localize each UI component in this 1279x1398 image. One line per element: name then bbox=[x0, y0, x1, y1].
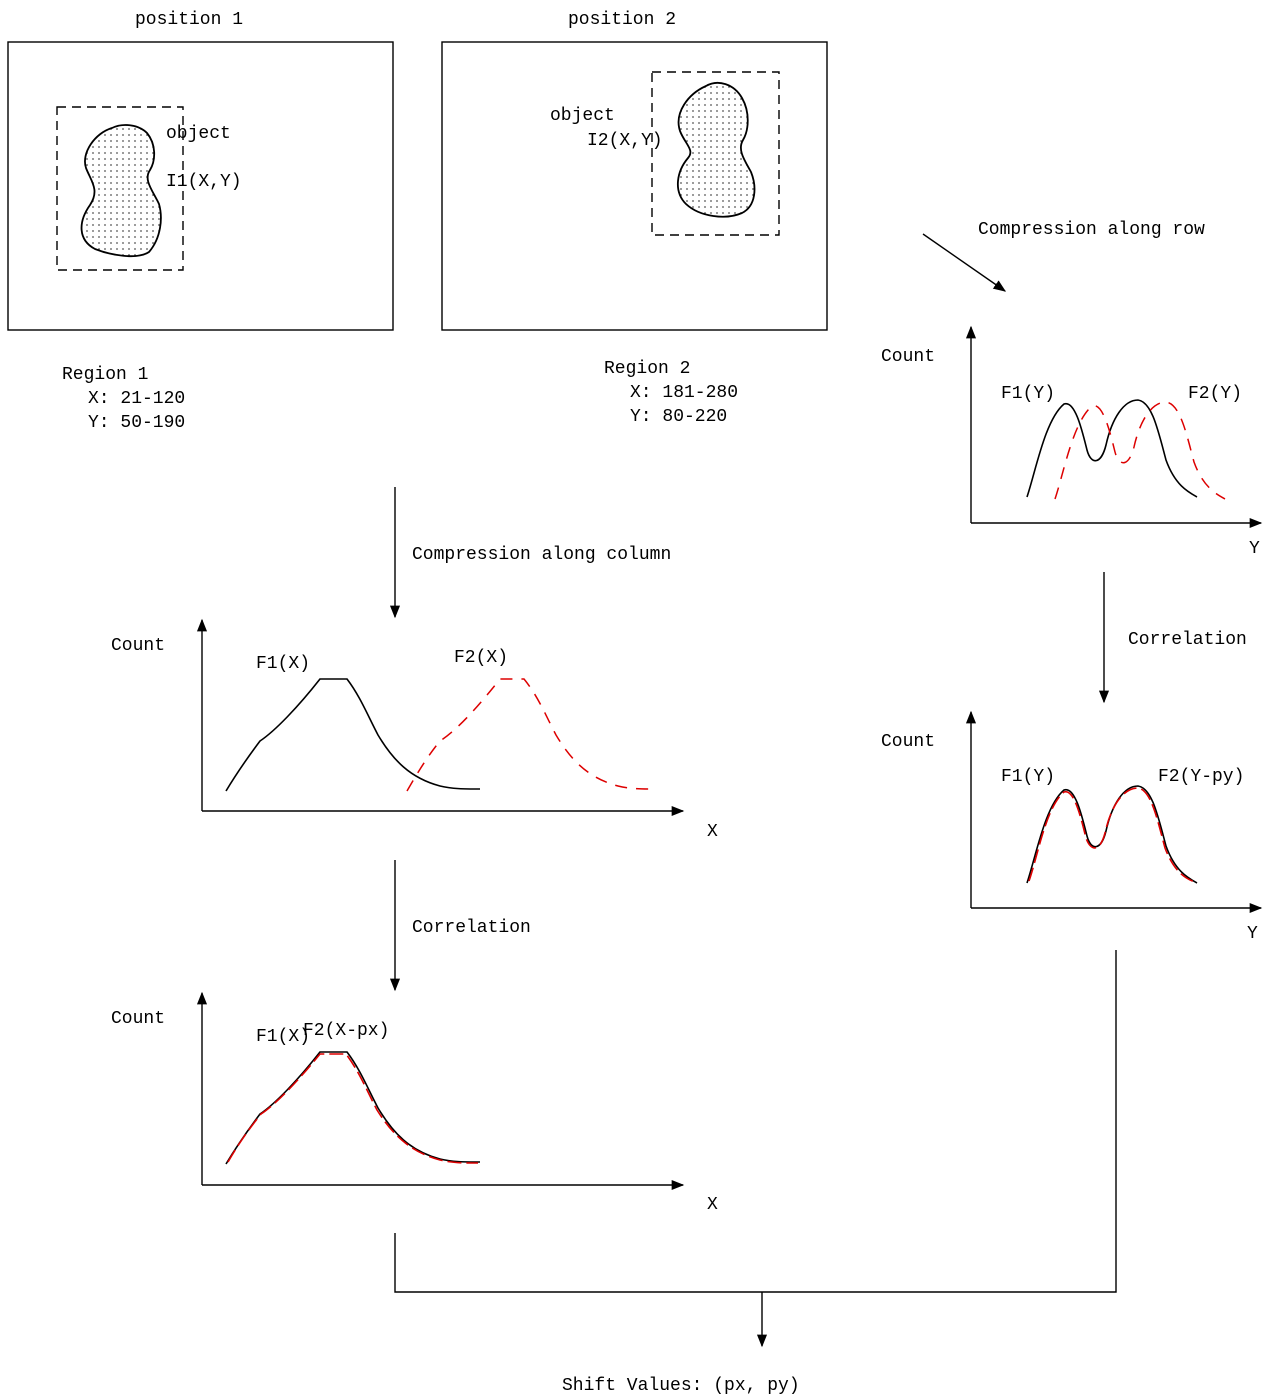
plot-y-before: Count Y F1(Y) F2(Y) bbox=[881, 325, 1263, 559]
region-1-y-range: Y: 50-190 bbox=[88, 413, 185, 433]
shift-values-label: Shift Values: (px, py) bbox=[562, 1376, 800, 1396]
region-1-x-range: X: 21-120 bbox=[88, 389, 185, 409]
label-f1y-aligned: F1(Y) bbox=[1001, 767, 1055, 787]
plot-x-after-x-label: X bbox=[707, 1195, 718, 1215]
plot-y-after-y-label: Y bbox=[1247, 924, 1258, 944]
plot-x-before-x-label: X bbox=[707, 822, 718, 842]
plot-x-after: Count X F1(X) F2(X-px) bbox=[111, 991, 718, 1215]
correlation-x-label: Correlation bbox=[412, 918, 531, 938]
position-2-title: position 2 bbox=[568, 10, 676, 30]
region-1-info: Region 1 X: 21-120 Y: 50-190 bbox=[62, 365, 185, 433]
object-2-label: object bbox=[550, 106, 615, 126]
curve-f2y bbox=[1054, 401, 1226, 500]
curve-f1y-aligned bbox=[1026, 785, 1198, 884]
compress-column-label: Compression along column bbox=[412, 545, 671, 565]
region-2-title: Region 2 bbox=[604, 359, 690, 379]
object-1-label: object bbox=[166, 124, 231, 144]
plot-y-after-count-label: Count bbox=[881, 732, 935, 752]
region-1-title: Region 1 bbox=[62, 365, 148, 385]
position-1-frame bbox=[7, 41, 394, 331]
compress-row-arrow bbox=[922, 233, 1007, 292]
position-1-title: position 1 bbox=[135, 10, 243, 30]
position-1-panel: position 1 object I1(X,Y) bbox=[7, 10, 394, 331]
label-f2y-shifted: F2(Y-py) bbox=[1158, 767, 1244, 787]
curve-f2y-shifted bbox=[1028, 787, 1196, 883]
label-f2y: F2(Y) bbox=[1188, 384, 1242, 404]
region-1-dashed-box bbox=[56, 106, 184, 271]
label-f2x-shifted: F2(X-px) bbox=[303, 1021, 389, 1041]
label-f1x-aligned: F1(X) bbox=[256, 1027, 310, 1047]
object-2-blob bbox=[677, 82, 756, 218]
compress-row-label: Compression along row bbox=[978, 220, 1205, 240]
curve-f2x-shifted bbox=[227, 1053, 479, 1164]
position-2-frame bbox=[441, 41, 828, 331]
plot-y-before-y-label: Y bbox=[1249, 539, 1260, 559]
label-f1x: F1(X) bbox=[256, 654, 310, 674]
curve-f1x-aligned bbox=[225, 1051, 481, 1165]
region-2-y-range: Y: 80-220 bbox=[630, 407, 727, 427]
curve-f1x bbox=[225, 678, 481, 792]
plot-x-after-count-label: Count bbox=[111, 1009, 165, 1029]
correlation-y-label: Correlation bbox=[1128, 630, 1247, 650]
curve-f1y bbox=[1026, 399, 1198, 498]
label-f1y: F1(Y) bbox=[1001, 384, 1055, 404]
region-2-dashed-box bbox=[651, 71, 780, 236]
merge-connector bbox=[394, 950, 1117, 1293]
object-1-blob bbox=[80, 124, 162, 258]
region-2-info: Region 2 X: 181-280 Y: 80-220 bbox=[604, 359, 738, 427]
plot-x-before: Count X F1(X) F2(X) bbox=[111, 618, 718, 842]
image-1-label: I1(X,Y) bbox=[166, 172, 242, 192]
label-f2x: F2(X) bbox=[454, 648, 508, 668]
region-2-x-range: X: 181-280 bbox=[630, 383, 738, 403]
plot-y-before-count-label: Count bbox=[881, 347, 935, 367]
position-2-panel: position 2 object I2(X,Y) bbox=[441, 10, 828, 331]
image-2-label: I2(X,Y) bbox=[587, 131, 663, 151]
plot-y-after: Count Y F1(Y) F2(Y-py) bbox=[881, 710, 1263, 944]
plot-x-before-count-label: Count bbox=[111, 636, 165, 656]
curve-f2x bbox=[406, 678, 651, 792]
